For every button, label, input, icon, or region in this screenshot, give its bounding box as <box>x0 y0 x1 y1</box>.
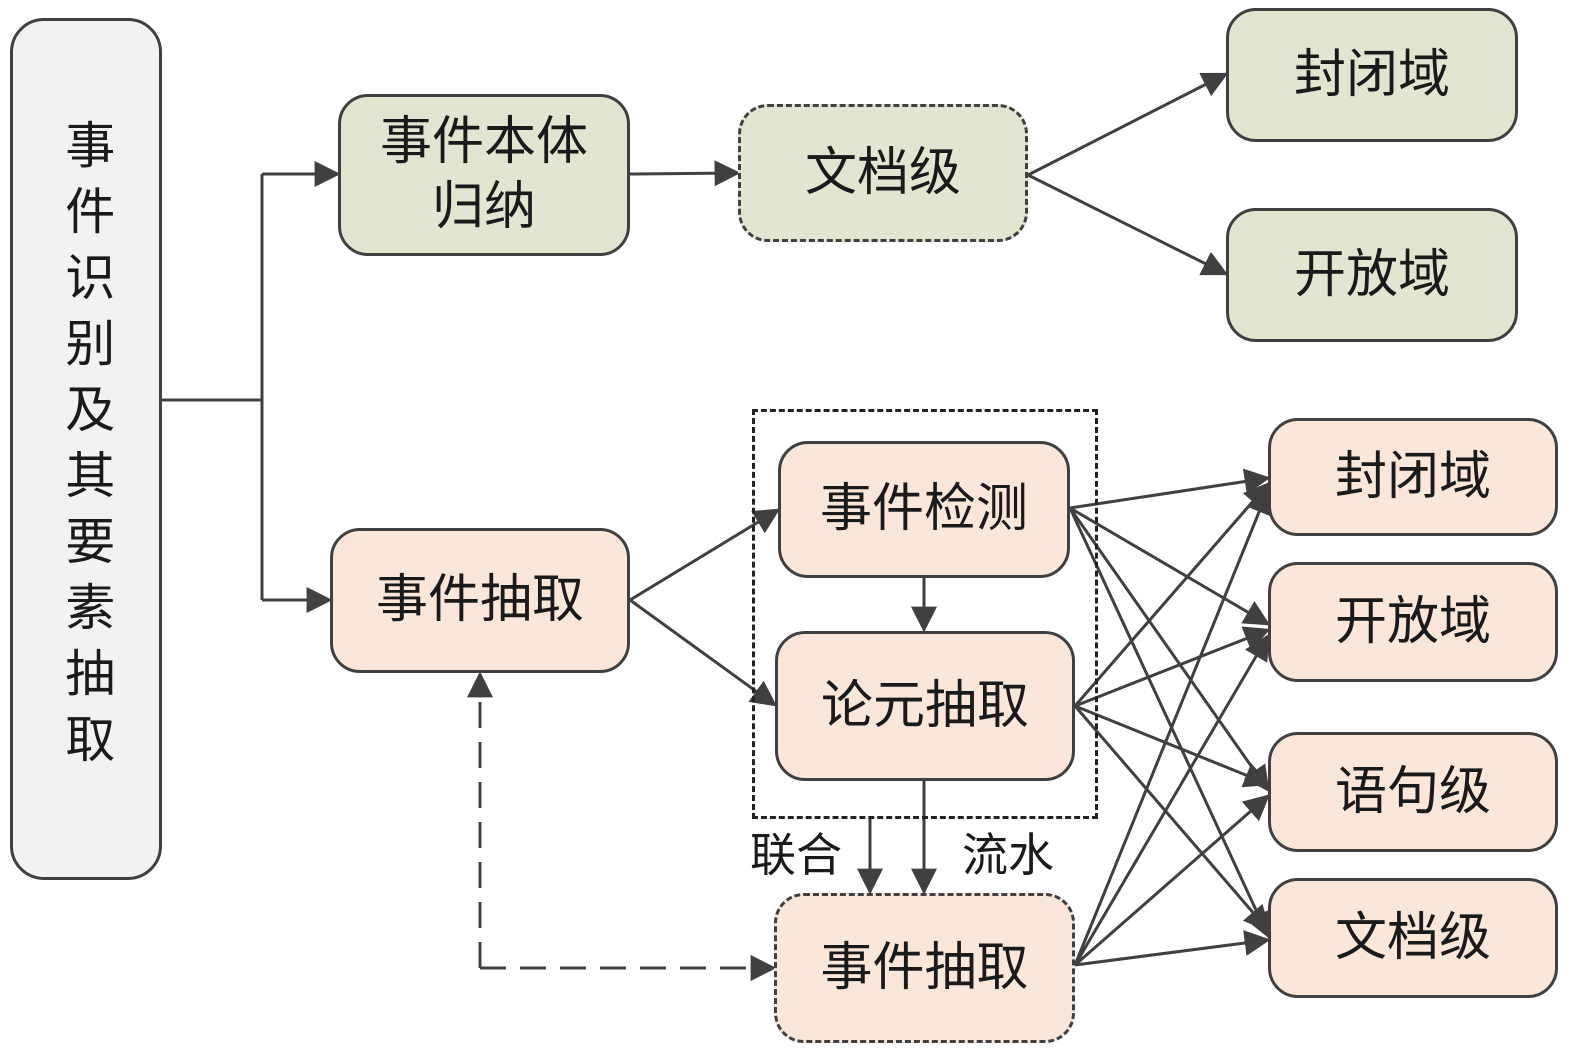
argument-extraction-label: 论元抽取 <box>820 675 1029 736</box>
edge-extraction-to-argument <box>629 598 778 707</box>
root-node: 事件识别及其要素抽取 <box>10 18 162 880</box>
sentence-level-node: 语句级 <box>1268 732 1558 852</box>
edge-detection-open <box>1069 506 1271 626</box>
edge-result-closed <box>1073 487 1272 966</box>
edge-result-sentence <box>1074 794 1270 967</box>
ontology-induction-label: 事件本体归纳 <box>379 112 588 237</box>
edge-result-document <box>1074 930 1271 967</box>
argument-extraction-node: 论元抽取 <box>775 631 1075 781</box>
ontology-induction-node: 事件本体归纳 <box>338 94 630 256</box>
event-extraction-result-node: 事件抽取 <box>774 893 1075 1043</box>
root-label: 事件识别及其要素抽取 <box>57 119 116 779</box>
lower-open-domain-label: 开放域 <box>1334 591 1491 652</box>
detection-argument-group <box>752 409 1098 819</box>
lower-document-level-node: 文档级 <box>1268 878 1558 998</box>
lower-closed-domain-label: 封闭域 <box>1334 446 1491 507</box>
edge-ontology-to-doclevel <box>629 160 741 187</box>
lower-closed-domain-node: 封闭域 <box>1268 418 1558 536</box>
edge-detection-sentence <box>1068 507 1270 793</box>
edge-argument-closed <box>1073 482 1270 707</box>
upper-open-domain-node: 开放域 <box>1226 208 1518 342</box>
upper-closed-domain-node: 封闭域 <box>1226 8 1518 142</box>
upper-document-level-node: 文档级 <box>738 104 1028 242</box>
upper-open-domain-label: 开放域 <box>1293 244 1450 305</box>
edge-detection-closed <box>1069 468 1271 510</box>
edge-argument-open <box>1074 626 1271 708</box>
event-extraction-result-label: 事件抽取 <box>820 937 1029 998</box>
lower-document-level-label: 文档级 <box>1334 907 1491 968</box>
edge-result-open <box>1073 633 1270 966</box>
lower-open-domain-node: 开放域 <box>1268 562 1558 682</box>
sentence-level-label: 语句级 <box>1334 761 1491 822</box>
edge-argument-document <box>1073 705 1270 932</box>
event-extraction-label: 事件抽取 <box>375 570 584 630</box>
upper-closed-domain-label: 封闭域 <box>1293 44 1450 105</box>
upper-document-level-label: 文档级 <box>804 142 961 203</box>
joint-label: 联合 <box>750 828 842 882</box>
pipeline-label: 流水 <box>962 828 1054 882</box>
event-extraction-node: 事件抽取 <box>330 528 630 673</box>
edge-doclevel-to-closed <box>1027 72 1229 177</box>
event-detection-label: 事件检测 <box>819 479 1028 539</box>
event-detection-node: 事件检测 <box>778 441 1070 578</box>
edge-doclevel-to-open <box>1027 173 1229 276</box>
edge-argument-sentence <box>1074 704 1271 788</box>
edge-detection-document <box>1068 507 1270 939</box>
